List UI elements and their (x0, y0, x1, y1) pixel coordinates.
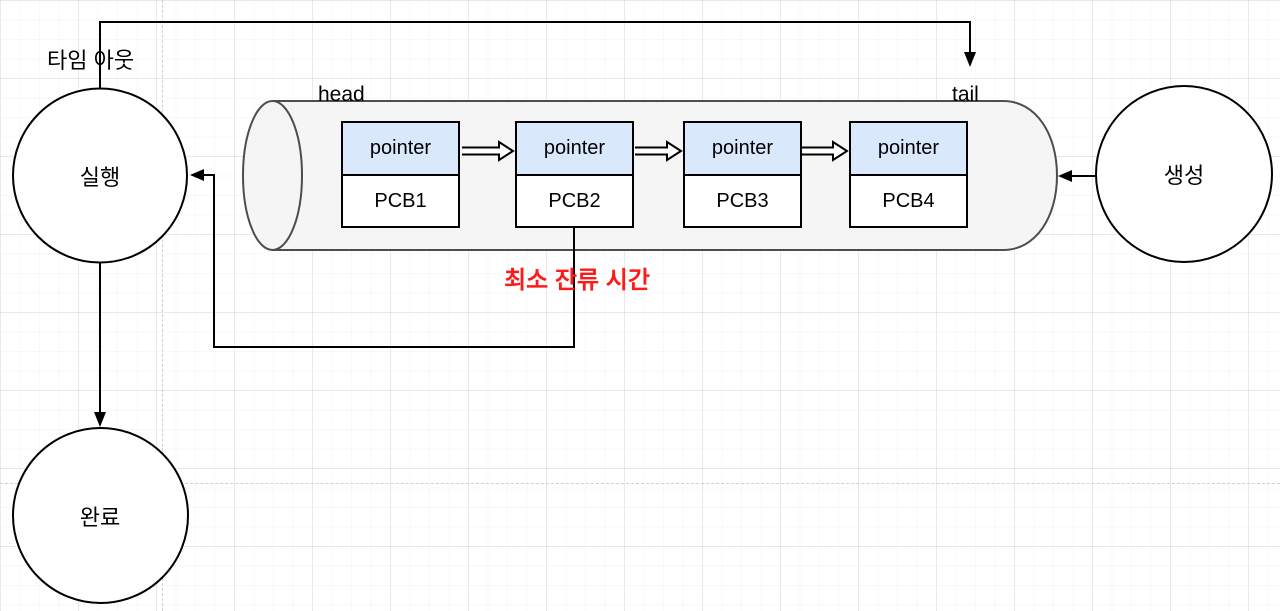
pcb-node-4: pointer PCB4 (849, 121, 968, 228)
pcb3-name-cell: PCB3 (685, 176, 800, 226)
pcb-node-2: pointer PCB2 (515, 121, 634, 228)
pointer-link-arrow-3-icon (802, 140, 849, 162)
pcb1-name-cell: PCB1 (343, 176, 458, 226)
state-label-created: 생성 (1163, 163, 1205, 188)
state-label-running: 실행 (79, 165, 121, 190)
admit-arrowhead-icon (1058, 170, 1072, 182)
page-guide-vertical (162, 0, 163, 611)
timeout-arrowhead-icon (964, 52, 976, 67)
pcb-node-1: pointer PCB1 (341, 121, 460, 228)
admit-arrow (1058, 170, 1096, 182)
state-circle-running (12, 87, 188, 264)
pcb2-pointer-cell: pointer (517, 123, 632, 176)
dispatch-arrowhead-icon (190, 169, 204, 181)
queue-tail-label: tail (952, 83, 979, 106)
page-guide-horizontal (0, 483, 1280, 484)
complete-arrow (94, 263, 106, 427)
state-label-done: 완료 (79, 505, 121, 530)
state-circle-done (12, 427, 189, 604)
pcb4-name-cell: PCB4 (851, 176, 966, 226)
queue-head-label: head (318, 83, 365, 106)
pointer-link-arrow-1-icon (462, 140, 515, 162)
pcb1-pointer-cell: pointer (343, 123, 458, 176)
pcb4-pointer-cell: pointer (851, 123, 966, 176)
cylinder-left-cap (242, 100, 303, 251)
pcb3-pointer-cell: pointer (685, 123, 800, 176)
timeout-label: 타임 아웃 (47, 48, 135, 73)
complete-arrowhead-icon (94, 412, 106, 427)
state-circle-created (1095, 85, 1273, 263)
dispatch-arrow (190, 169, 575, 348)
pcb2-name-cell: PCB2 (517, 176, 632, 226)
pcb-node-3: pointer PCB3 (683, 121, 802, 228)
pointer-link-arrow-2-icon (635, 140, 683, 162)
timeout-arrow (99, 21, 976, 88)
caption-min-remaining-time: 최소 잔류 시간 (504, 267, 650, 294)
